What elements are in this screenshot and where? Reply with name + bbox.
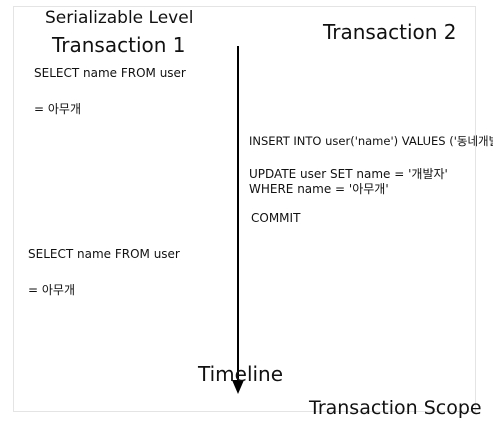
tx2-update-statement-line1: UPDATE user SET name = '개발자' <box>249 167 448 181</box>
tx2-update-statement-line2: WHERE name = '아무개' <box>249 182 389 196</box>
transaction-scope-label: Transaction Scope <box>309 397 482 419</box>
tx2-insert-statement: INSERT INTO user('name') VALUES ('동네개발자'… <box>249 134 493 148</box>
transaction-scope-frame <box>13 6 476 412</box>
tx1-select-result-1: = 아무개 <box>34 102 81 116</box>
isolation-level-title: Serializable Level <box>45 8 194 28</box>
tx2-commit-statement: COMMIT <box>251 211 301 225</box>
tx1-select-result-2: = 아무개 <box>28 283 75 297</box>
timeline-arrow <box>232 46 244 394</box>
tx1-select-query-1: SELECT name FROM user <box>34 66 186 80</box>
timeline-label: Timeline <box>198 362 284 386</box>
transaction-2-title: Transaction 2 <box>323 20 457 44</box>
transaction-1-title: Transaction 1 <box>52 33 186 57</box>
tx1-select-query-2: SELECT name FROM user <box>28 247 180 261</box>
